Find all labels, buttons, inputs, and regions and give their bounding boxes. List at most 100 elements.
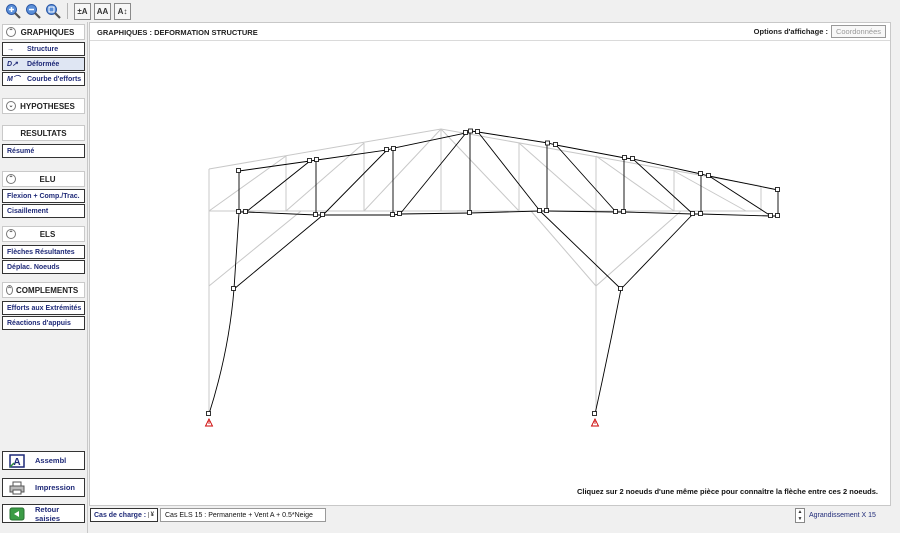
initial-brace-right-a	[530, 210, 597, 287]
assembl-icon: A	[9, 453, 25, 468]
coordinates-button[interactable]: Coordonnées	[830, 25, 886, 38]
node[interactable]	[206, 411, 211, 416]
node[interactable]	[545, 140, 550, 146]
node[interactable]	[553, 142, 558, 147]
sidebar-item-label: Flèches Résultantes	[7, 248, 75, 256]
section-hypotheses[interactable]: ⌄ HYPOTHESES	[2, 98, 85, 114]
zoom-in-icon[interactable]	[4, 3, 21, 20]
text-smaller-icon[interactable]: ±A	[74, 2, 91, 20]
node[interactable]	[313, 212, 318, 217]
section-graphiques[interactable]: ⌃ GRAPHIQUES	[2, 24, 85, 40]
sidebar-item-reactions-appuis[interactable]: Réactions d'appuis	[2, 316, 85, 330]
node[interactable]	[467, 210, 472, 215]
impression-label: Impression	[35, 483, 76, 492]
node[interactable]	[468, 128, 473, 134]
deformed-diagonal	[708, 175, 772, 217]
expand-icon[interactable]: ⌄	[6, 101, 16, 111]
retour-saisies-button[interactable]: Retour saisies	[2, 504, 85, 523]
spinner-down-icon[interactable]: ▼	[797, 516, 803, 522]
deformed-diagonal	[555, 144, 617, 213]
back-icon	[9, 507, 25, 521]
node[interactable]	[706, 173, 711, 178]
structure-canvas[interactable]	[90, 42, 890, 505]
node[interactable]	[231, 286, 236, 291]
node[interactable]	[613, 209, 618, 214]
initial-diagonal	[440, 128, 520, 212]
node[interactable]	[621, 209, 626, 214]
node[interactable]	[592, 411, 597, 416]
node[interactable]	[236, 168, 241, 173]
sidebar-item-label: Déformée	[27, 60, 60, 68]
printer-icon	[9, 481, 25, 495]
collapse-icon[interactable]: ⌃	[6, 27, 16, 37]
node[interactable]	[243, 209, 248, 214]
text-larger-icon[interactable]: A↕	[114, 2, 131, 20]
node[interactable]	[768, 213, 773, 218]
node[interactable]	[618, 286, 623, 291]
node[interactable]	[236, 209, 241, 214]
structure-icon: →	[7, 45, 14, 53]
node[interactable]	[320, 212, 325, 217]
sidebar-item-label: Résumé	[7, 147, 35, 155]
node[interactable]	[463, 130, 468, 135]
sidebar-item-cisaillement[interactable]: Cisaillement	[2, 204, 85, 218]
node[interactable]	[537, 208, 542, 213]
sidebar-item-deformee[interactable]: D↗ Déformée	[2, 57, 85, 71]
node[interactable]	[775, 213, 780, 218]
sidebar-item-efforts-extremites[interactable]: Efforts aux Extrémités	[2, 301, 85, 315]
node[interactable]	[544, 208, 549, 213]
assembl-label: Assembl	[35, 456, 67, 465]
sidebar-item-fleches[interactable]: Flèches Résultantes	[2, 245, 85, 259]
sidebar-item-deplac-noeuds[interactable]: Déplac. Noeuds	[2, 260, 85, 274]
text-size-icon[interactable]: AA	[94, 2, 111, 20]
initial-diagonal	[595, 155, 675, 212]
dropdown-icon[interactable]: ¥	[147, 512, 154, 518]
sidebar-item-courbe-efforts[interactable]: M⌒ Courbe d'efforts	[2, 72, 85, 86]
sidebar-item-resume[interactable]: Résumé	[2, 144, 85, 158]
zoom-out-icon[interactable]	[24, 3, 41, 20]
section-title: COMPLEMENTS	[16, 285, 79, 295]
sidebar-item-flexion[interactable]: Flexion + Comp./Trac.	[2, 189, 85, 203]
section-els[interactable]: ⌃ ELS	[2, 226, 85, 242]
sidebar-item-label: Cisaillement	[7, 207, 49, 215]
retour-saisies-label: Retour saisies	[35, 504, 61, 523]
collapse-icon[interactable]: ⌃	[6, 174, 16, 184]
node[interactable]	[390, 212, 395, 217]
impression-button[interactable]: Impression	[2, 478, 85, 497]
node[interactable]	[314, 157, 319, 162]
deformed-bottom-chord	[239, 210, 778, 217]
load-case-select[interactable]: Cas de charge : ¥	[90, 508, 158, 522]
sidebar-item-structure[interactable]: → Structure	[2, 42, 85, 56]
deformed-brace-left	[233, 214, 324, 290]
collapse-icon[interactable]: ⌃	[6, 229, 16, 239]
node[interactable]	[475, 129, 480, 134]
section-elu[interactable]: ⌃ ELU	[2, 171, 85, 187]
display-options: Options d'affichage : Coordonnées	[754, 25, 886, 38]
node[interactable]	[391, 146, 396, 151]
toolbar-separator	[67, 3, 68, 19]
magnification-spinner[interactable]: ▲ ▼	[795, 508, 805, 523]
deformed-diagonal	[399, 132, 467, 215]
collapse-icon[interactable]: ⌃	[6, 285, 14, 295]
assembl-button[interactable]: A Assembl	[2, 451, 85, 470]
node[interactable]	[698, 171, 703, 176]
section-title: GRAPHIQUES	[20, 27, 75, 37]
section-complements[interactable]: ⌃ COMPLEMENTS	[2, 282, 85, 298]
initial-diagonal	[363, 128, 442, 212]
node[interactable]	[775, 187, 780, 192]
page-title: GRAPHIQUES : DEFORMATION STRUCTURE	[97, 28, 258, 37]
initial-brace-left	[208, 210, 302, 287]
node[interactable]	[622, 155, 627, 160]
zoom-fit-icon[interactable]	[44, 3, 61, 20]
node[interactable]	[698, 211, 703, 216]
bottom-bar: Cas de charge : ¥ Cas ELS 15 : Permanent…	[89, 506, 891, 526]
node[interactable]	[630, 156, 635, 161]
node[interactable]	[690, 211, 695, 216]
node[interactable]	[397, 211, 402, 216]
sidebar: ⌃ GRAPHIQUES → Structure D↗ Déformée M⌒ …	[0, 22, 88, 533]
spinner-up-icon[interactable]: ▲	[797, 509, 803, 515]
node[interactable]	[307, 158, 312, 163]
svg-text:A: A	[13, 457, 20, 468]
node[interactable]	[384, 147, 389, 152]
deformed-brace-right-b	[620, 213, 694, 290]
